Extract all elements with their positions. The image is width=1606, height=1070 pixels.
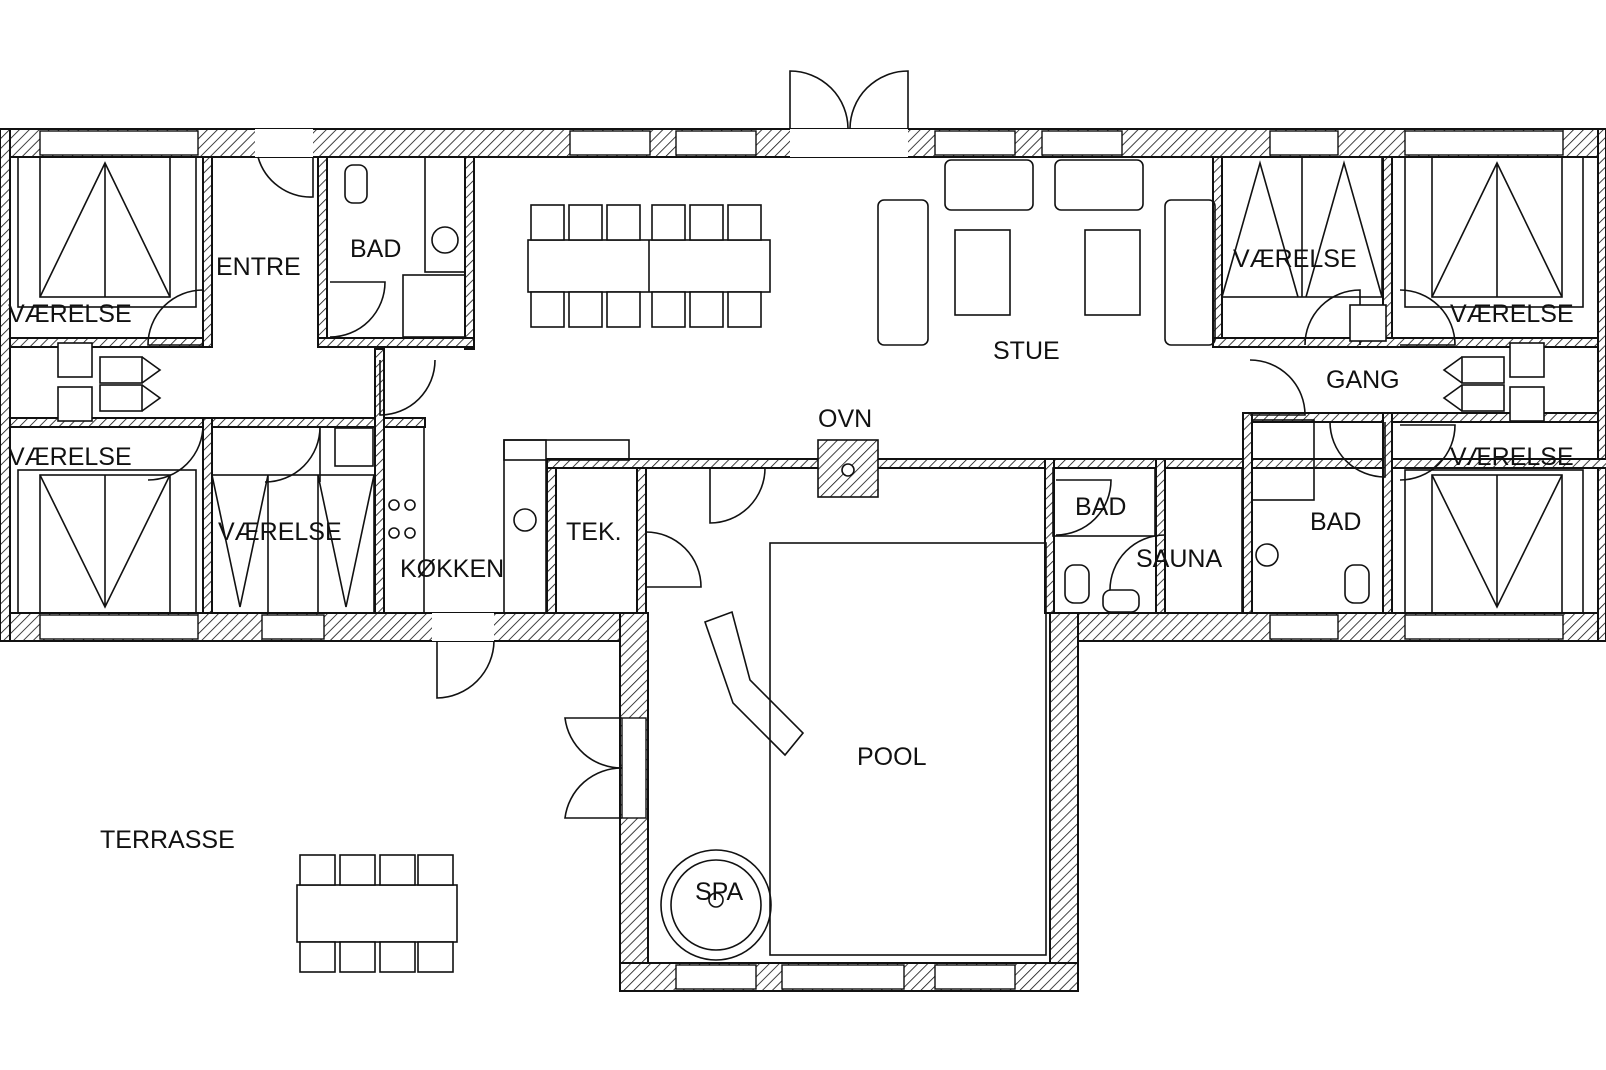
room-labels: VÆRELSE ENTRE BAD VÆRELSE VÆRELSE KØKKEN… bbox=[8, 235, 1574, 906]
label-ovn: OVN bbox=[818, 405, 872, 433]
label-entre: ENTRE bbox=[216, 253, 301, 281]
chair bbox=[299, 941, 336, 973]
label-bad-right: BAD bbox=[1310, 508, 1361, 536]
chair bbox=[379, 941, 416, 973]
pool bbox=[769, 542, 1047, 956]
label-gang: GANG bbox=[1326, 366, 1400, 394]
label-vaerelse-top-right-inner: VÆRELSE bbox=[1233, 245, 1357, 273]
label-pool: POOL bbox=[857, 743, 927, 771]
chair bbox=[689, 291, 724, 328]
chair bbox=[417, 854, 454, 886]
kitchen-fixtures bbox=[383, 426, 638, 614]
label-spa: SPA bbox=[695, 878, 743, 906]
beds bbox=[17, 156, 1584, 614]
dining-table bbox=[527, 204, 771, 328]
label-bad-top: BAD bbox=[350, 235, 401, 263]
chair bbox=[299, 854, 336, 886]
cupboards bbox=[57, 304, 1545, 467]
label-kokken: KØKKEN bbox=[400, 555, 504, 583]
label-vaerelse-top-left: VÆRELSE bbox=[8, 300, 132, 328]
chair bbox=[689, 204, 724, 241]
chair bbox=[339, 941, 376, 973]
chair bbox=[417, 941, 454, 973]
windows bbox=[39, 130, 1564, 990]
label-vaerelse-bottom-left: VÆRELSE bbox=[8, 443, 132, 471]
doors bbox=[147, 70, 1456, 819]
chair bbox=[606, 291, 641, 328]
label-vaerelse-mid-left: VÆRELSE bbox=[218, 518, 342, 546]
chair bbox=[727, 291, 762, 328]
chair bbox=[606, 204, 641, 241]
bathroom-fixtures bbox=[344, 156, 1370, 614]
label-vaerelse-top-right-outer: VÆRELSE bbox=[1450, 300, 1574, 328]
spa bbox=[660, 849, 772, 961]
chair bbox=[651, 204, 686, 241]
chair bbox=[339, 854, 376, 886]
label-tek: TEK. bbox=[566, 518, 622, 546]
label-terrasse: TERRASSE bbox=[100, 826, 235, 854]
chair bbox=[530, 291, 565, 328]
pool-ladder bbox=[703, 610, 805, 757]
chair bbox=[568, 204, 603, 241]
chair bbox=[568, 291, 603, 328]
chair bbox=[379, 854, 416, 886]
label-vaerelse-bottom-right: VÆRELSE bbox=[1450, 443, 1574, 471]
label-sauna: SAUNA bbox=[1136, 545, 1222, 573]
chair bbox=[530, 204, 565, 241]
label-stue: STUE bbox=[993, 337, 1060, 365]
living-furniture bbox=[877, 159, 1216, 346]
terrace-table bbox=[296, 854, 458, 973]
label-bad-center: BAD bbox=[1075, 493, 1126, 521]
chair bbox=[727, 204, 762, 241]
chair bbox=[651, 291, 686, 328]
